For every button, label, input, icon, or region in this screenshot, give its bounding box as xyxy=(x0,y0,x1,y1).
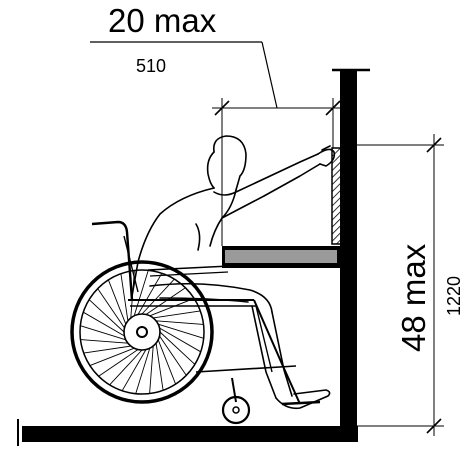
wheel-spoke xyxy=(80,339,128,344)
wheel-spoke xyxy=(97,288,125,329)
wheel-spoke xyxy=(89,347,135,367)
counter-shelf xyxy=(222,246,340,268)
wheel-spoke xyxy=(133,270,149,316)
seated-person xyxy=(131,135,336,410)
wheel-spokes xyxy=(80,270,204,394)
wheel-spoke xyxy=(153,310,201,319)
wheel-spoke xyxy=(135,348,151,394)
wheel-spoke xyxy=(149,297,195,317)
wall-control-panel xyxy=(331,147,347,245)
wheel-spoke xyxy=(109,349,143,386)
wheel-spoke xyxy=(83,311,125,337)
wheel-spoke xyxy=(88,299,125,333)
height-metric-label: 1220 xyxy=(444,276,464,316)
wheel-spoke xyxy=(157,339,177,385)
wheel-spoke xyxy=(159,331,196,365)
wheel-spoke xyxy=(137,273,163,315)
wheel-spoke xyxy=(149,346,154,394)
wheel-spoke xyxy=(83,345,131,354)
wheel-spoke xyxy=(121,349,147,391)
height-dimension: 48 max 1220 xyxy=(357,134,464,436)
reach-dimension: 20 max 510 xyxy=(90,2,345,246)
wheel-spoke xyxy=(120,273,129,321)
floor xyxy=(17,419,358,446)
wheel-spoke xyxy=(159,327,201,353)
wheel-spoke xyxy=(156,320,204,325)
reach-metric-label: 510 xyxy=(136,56,166,76)
wheel-spoke xyxy=(155,343,164,391)
wheel-spoke xyxy=(145,287,186,315)
wheel-spoke xyxy=(159,335,187,376)
wheel-spoke xyxy=(107,279,127,325)
reach-imperial-label: 20 max xyxy=(108,2,217,39)
wheel-spoke xyxy=(158,323,204,339)
height-imperial-label: 48 max xyxy=(395,243,432,352)
wheel-spoke xyxy=(80,325,126,341)
wheel-spoke xyxy=(98,349,139,377)
